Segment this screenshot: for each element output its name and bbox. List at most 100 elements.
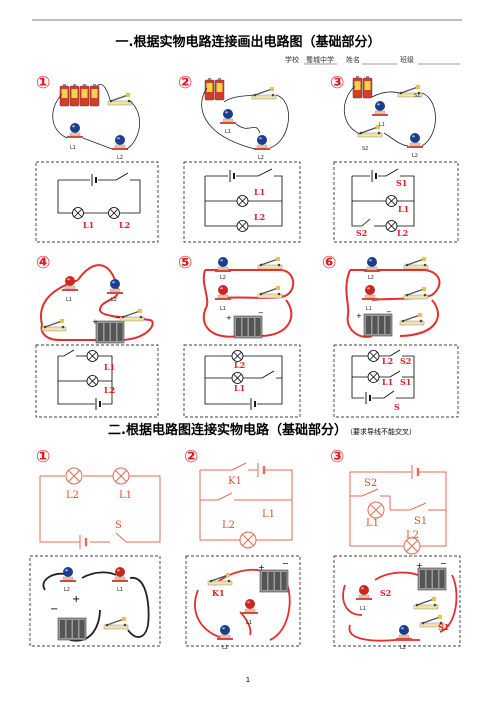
problem-number-1: ① — [36, 73, 50, 93]
real1-L1: L1 — [70, 145, 76, 151]
d1-L1: L1 — [83, 220, 94, 230]
problem-number-2: ② — [178, 73, 192, 93]
diagram-3 — [351, 168, 415, 232]
d6-S: S — [394, 402, 400, 412]
d6-L1: L1 — [382, 377, 393, 387]
real-s2-3-S2: S2 — [380, 588, 391, 598]
real-s2-1-L1: L1 — [117, 587, 123, 593]
real1-L2: L2 — [117, 155, 123, 161]
p3-L1: L1 — [366, 518, 379, 529]
d4-L1: L1 — [104, 362, 115, 372]
real-s2-2-K1: K1 — [212, 588, 225, 598]
d1-L2: L2 — [119, 220, 130, 230]
real4-L1: L1 — [66, 297, 72, 303]
problem-number-4: ④ — [36, 253, 50, 273]
d6-L2: L2 — [382, 356, 393, 366]
answer-box-2 — [183, 161, 301, 243]
answer-box-s2-2 — [185, 555, 301, 647]
real5-plus: + — [226, 314, 232, 322]
student-info: 学校 蜀城中学 姓名 班级 — [285, 55, 460, 65]
answer-box-1 — [35, 161, 159, 243]
d5-L1: L1 — [234, 383, 245, 393]
d5-L2: L2 — [234, 360, 245, 370]
diagram-6 — [351, 349, 415, 405]
real-s2-3-L1: L1 — [360, 606, 366, 612]
d3-L1: L1 — [398, 204, 409, 214]
answer-box-4 — [35, 344, 159, 418]
red-diagram-3 — [349, 465, 447, 555]
d6-S1: S1 — [400, 377, 411, 387]
real-circuit-s2-2: K1 L1 L2 + − — [194, 559, 291, 651]
real-circuit-s2-1: L2 L1 − + — [42, 566, 150, 642]
p1-L1: L1 — [119, 490, 132, 501]
real-s2-3-minus: − — [440, 559, 447, 568]
p1-L2: L2 — [66, 490, 79, 501]
real5-L1: L1 — [220, 306, 226, 312]
real6-plus: + — [356, 312, 362, 320]
answer-box-5 — [183, 344, 301, 418]
answer-box-s2-3 — [333, 555, 461, 647]
problem-number-s2-3: ③ — [330, 447, 344, 467]
p3-S2: S2 — [364, 478, 377, 489]
real-circuit-6: L2 L1 + − — [345, 256, 441, 338]
real3-S1: S1 — [414, 93, 420, 99]
p3-S1: S1 — [414, 516, 427, 527]
section2-title: 二.根据电路图连接实物电路（基础部分） — [108, 422, 347, 438]
school-value: 蜀城中学 — [306, 55, 334, 64]
real3-L2: L2 — [412, 153, 418, 159]
real-s2-2-L1: L1 — [246, 620, 252, 626]
real-circuit-1: L1 L2 — [52, 83, 140, 161]
real-s2-2-minus: − — [282, 559, 289, 568]
real6-L1: L1 — [366, 306, 372, 312]
problem-number-6: ⑥ — [322, 253, 336, 273]
p2-K1: K1 — [228, 476, 242, 487]
diagram-4 — [57, 349, 113, 411]
real5-minus: − — [258, 309, 264, 317]
answer-box-6 — [333, 344, 459, 418]
real4-minus: − — [115, 314, 121, 322]
real5-L2: L2 — [220, 275, 226, 281]
real-circuit-s2-3: S2 S1 L1 L2 + − — [342, 559, 458, 651]
d2-L2: L2 — [254, 212, 265, 222]
d2-L1: L1 — [254, 187, 265, 197]
p3-L2: L2 — [406, 530, 419, 541]
real-s2-3-S1: S1 — [438, 622, 449, 632]
real-s2-1-plus: + — [72, 594, 80, 605]
real-s2-1-minus: − — [50, 604, 58, 615]
real3-L1: L1 — [379, 122, 385, 128]
diagram-1 — [57, 172, 141, 219]
d4-L2: L2 — [104, 385, 115, 395]
real-circuit-4: L1 L2 + − — [39, 264, 154, 344]
real-s2-2-plus: + — [258, 563, 265, 572]
answer-box-3 — [333, 161, 459, 243]
page-number: 1 — [246, 676, 250, 684]
section2-note: （要求导线不能交叉） — [346, 427, 416, 436]
d3-S1: S1 — [396, 178, 407, 188]
real-s2-2-L2: L2 — [222, 645, 228, 651]
school-label: 学校 — [285, 55, 299, 64]
d3-S2: S2 — [356, 228, 367, 238]
real-circuit-5: L2 L1 + − — [202, 256, 295, 339]
answer-box-s2-1 — [29, 555, 161, 647]
real2-L1: L1 — [225, 129, 231, 135]
class-label: 班级 — [400, 55, 414, 64]
real-s2-1-L2: L2 — [64, 587, 70, 593]
diagram-5 — [204, 350, 283, 411]
d3-L2: L2 — [397, 228, 408, 238]
name-label: 姓名 — [346, 55, 360, 64]
real6-minus: − — [386, 308, 392, 316]
real-circuit-2: L1 L2 — [201, 77, 289, 161]
problem-number-s2-2: ② — [184, 447, 198, 467]
p2-L2: L2 — [222, 520, 235, 531]
problem-number-3: ③ — [330, 73, 344, 93]
real-circuit-3: L1 S2 L2 S1 — [343, 75, 436, 159]
real4-L2: L2 — [111, 297, 117, 303]
real3-S2: S2 — [362, 146, 368, 152]
diagram-2 — [204, 168, 283, 232]
real-s2-3-L2: L2 — [400, 645, 406, 651]
d6-S2: S2 — [400, 356, 411, 366]
problem-number-5: ⑤ — [178, 253, 192, 273]
real-s2-3-plus: + — [416, 561, 423, 570]
